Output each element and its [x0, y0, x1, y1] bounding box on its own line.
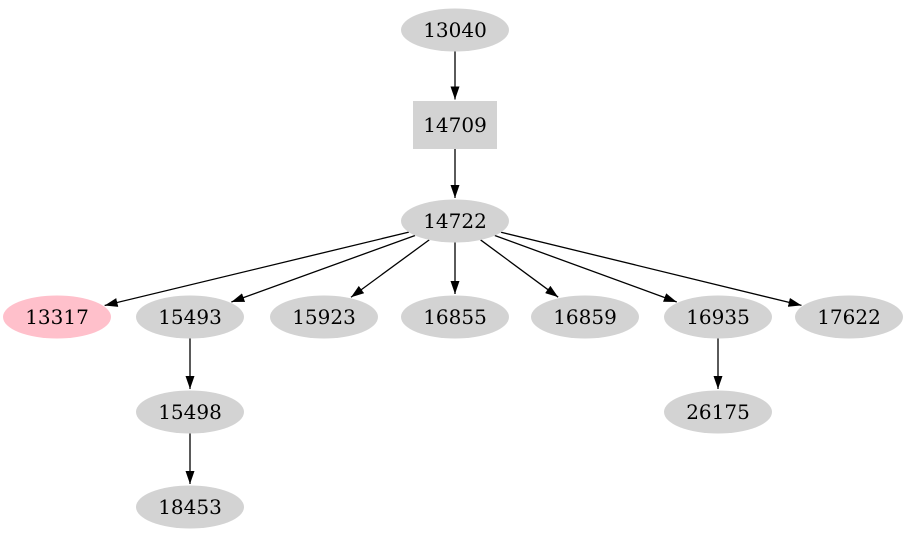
node-ellipse-shape	[401, 295, 509, 339]
node-ellipse-shape	[664, 390, 772, 434]
node-label: 14722	[423, 209, 487, 233]
node-ellipse-shape	[136, 295, 244, 339]
node-label: 16855	[423, 305, 487, 329]
node-label: 17622	[817, 305, 881, 329]
graph-edge-14722-15923	[350, 239, 430, 298]
graph-edge-14722-15493	[231, 234, 416, 303]
graph-node-18453: 18453	[136, 485, 244, 529]
node-label: 16935	[686, 305, 750, 329]
node-label: 14709	[423, 113, 487, 137]
node-ellipse-shape	[136, 390, 244, 434]
node-ellipse-shape	[3, 295, 111, 339]
node-label: 15923	[292, 305, 356, 329]
graph-node-26175: 26175	[664, 390, 772, 434]
graph-node-16855: 16855	[401, 295, 509, 339]
graph-node-17622: 17622	[795, 295, 903, 339]
node-label: 26175	[686, 400, 750, 424]
graph-edge-14722-17622	[500, 231, 802, 307]
graph-node-15493: 15493	[136, 295, 244, 339]
node-label: 18453	[158, 495, 222, 519]
graph-node-15923: 15923	[270, 295, 378, 339]
node-ellipse-shape	[401, 8, 509, 52]
graph-node-16859: 16859	[531, 295, 639, 339]
graph-edge-14722-16859	[480, 239, 559, 298]
graph-node-13317: 13317	[3, 295, 111, 339]
node-label: 15493	[158, 305, 222, 329]
node-box-shape	[413, 101, 497, 149]
node-ellipse-shape	[664, 295, 772, 339]
graph-node-16935: 16935	[664, 295, 772, 339]
graph-edge-14722-16935	[494, 234, 678, 303]
node-ellipse-shape	[136, 485, 244, 529]
graph-edge-14722-13317	[104, 231, 409, 307]
node-ellipse-shape	[795, 295, 903, 339]
node-ellipse-shape	[270, 295, 378, 339]
node-label: 13317	[25, 305, 89, 329]
node-ellipse-shape	[531, 295, 639, 339]
node-label: 13040	[423, 18, 487, 42]
graph-node-13040: 13040	[401, 8, 509, 52]
graph-node-15498: 15498	[136, 390, 244, 434]
node-label: 15498	[158, 400, 222, 424]
graph-node-14722: 14722	[401, 199, 509, 243]
node-ellipse-shape	[401, 199, 509, 243]
node-label: 16859	[553, 305, 617, 329]
graph-node-14709: 14709	[413, 101, 497, 149]
